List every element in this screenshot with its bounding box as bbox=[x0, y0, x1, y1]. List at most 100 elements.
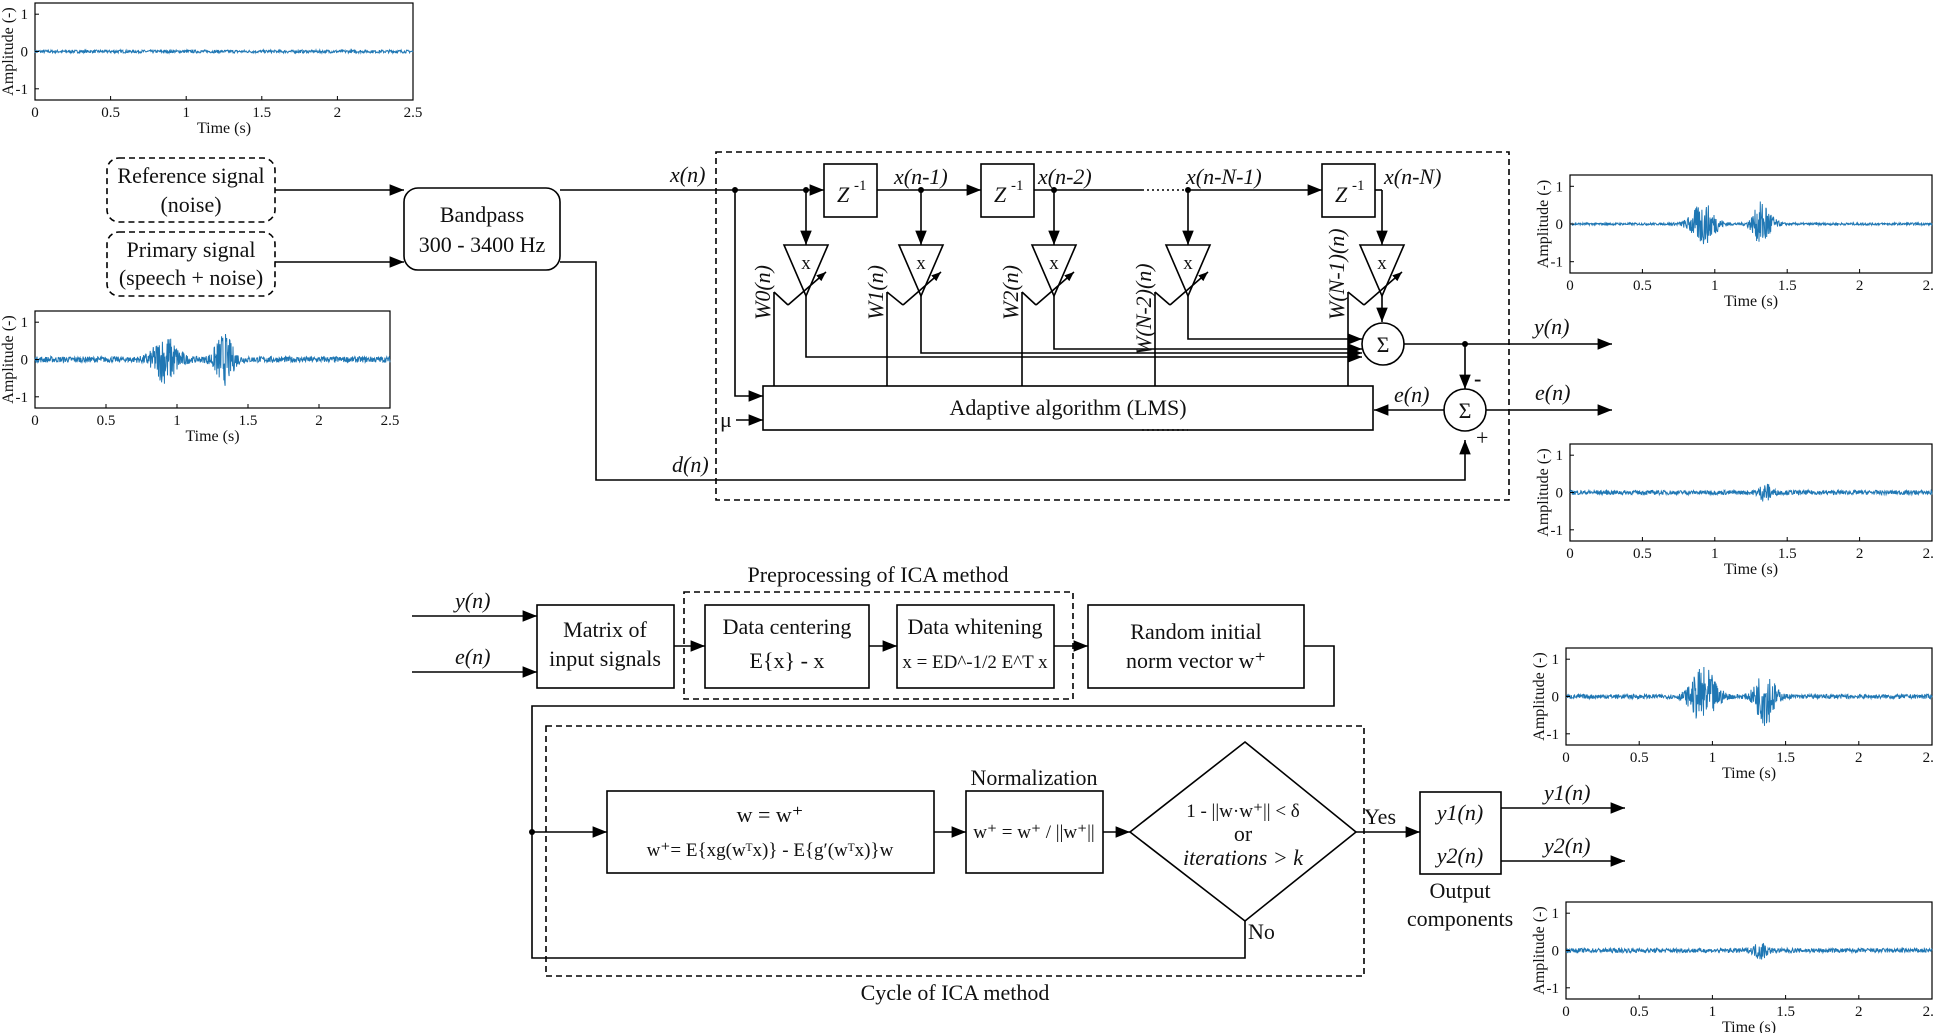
xtick-label: 1 bbox=[1709, 750, 1717, 766]
xn-label: x(n) bbox=[669, 162, 705, 187]
xtick-label: 1.5 bbox=[1778, 546, 1797, 562]
weight-label-0: W0(n) bbox=[750, 265, 775, 320]
tap-label-2: x(n-2) bbox=[1037, 164, 1092, 189]
ica-input-y-label: y(n) bbox=[453, 588, 490, 613]
multiplier-4: x W(N-1)(n) bbox=[1324, 190, 1406, 386]
ytick-label: 1 bbox=[1556, 448, 1564, 464]
svg-text:Random initial: Random initial bbox=[1130, 619, 1261, 644]
xtick-label: 0.5 bbox=[1630, 750, 1649, 766]
waveform-4 bbox=[1565, 666, 1933, 726]
preprocessing-title: Preprocessing of ICA method bbox=[748, 562, 1009, 587]
xtick-label: 0 bbox=[31, 105, 39, 121]
xtick-label: 2.5 bbox=[1923, 1004, 1934, 1020]
xaxis-label: Time (s) bbox=[197, 120, 251, 137]
xtick-label: 1 bbox=[182, 105, 190, 121]
ytick-label: 1 bbox=[1552, 652, 1560, 668]
y2-output-label: y2(n) bbox=[1542, 833, 1590, 858]
xtick-label: 0.5 bbox=[101, 105, 120, 121]
xtick-label: 1 bbox=[1711, 546, 1719, 562]
xtick-label: 0 bbox=[1566, 278, 1574, 294]
xtick-label: 0.5 bbox=[97, 413, 116, 429]
xaxis-label: Time (s) bbox=[1722, 1019, 1776, 1033]
svg-text:-1: -1 bbox=[854, 178, 867, 194]
dn-label: d(n) bbox=[672, 452, 709, 477]
delay-block-1: Z -1 bbox=[823, 163, 878, 218]
yes-label: Yes bbox=[1364, 804, 1396, 829]
bandpass-label: Bandpass bbox=[440, 202, 524, 227]
ica-loop-line bbox=[531, 645, 1335, 959]
xtick-label: 0 bbox=[31, 413, 39, 429]
random-init-box bbox=[1087, 604, 1305, 689]
yaxis-label: Amplitude (-) bbox=[1535, 180, 1552, 268]
waveform-2 bbox=[1569, 201, 1933, 245]
svg-text:Σ: Σ bbox=[1459, 398, 1472, 423]
svg-text:w⁺= E{xg(wᵀx)} - E{g′(wᵀx)}w: w⁺= E{xg(wᵀx)} - E{g′(wᵀx)}w bbox=[647, 840, 894, 861]
minus-sign: - bbox=[1474, 366, 1481, 391]
ytick-label: 0 bbox=[1552, 690, 1560, 706]
xtick-label: 2.5 bbox=[404, 105, 423, 121]
reference-signal-sublabel: (noise) bbox=[160, 192, 221, 217]
waveform-3 bbox=[1569, 483, 1933, 502]
xaxis-label: Time (s) bbox=[1724, 561, 1778, 578]
ytick-label: -1 bbox=[16, 390, 29, 406]
xtick-label: 2 bbox=[1856, 278, 1864, 294]
ytick-label: -1 bbox=[1551, 523, 1564, 539]
ytick-label: 1 bbox=[1556, 179, 1564, 195]
xtick-label: 2 bbox=[1855, 750, 1863, 766]
xtick-label: 2 bbox=[315, 413, 323, 429]
ytick-label: -1 bbox=[1547, 981, 1560, 997]
svg-text:x: x bbox=[1377, 253, 1387, 274]
no-label: No bbox=[1248, 919, 1275, 944]
svg-text:w = w⁺: w = w⁺ bbox=[737, 802, 804, 827]
xtick-label: 0 bbox=[1562, 750, 1570, 766]
multiplier-1: xW1(n) bbox=[863, 190, 1362, 386]
svg-text:Z: Z bbox=[994, 182, 1007, 207]
svg-text:Data centering: Data centering bbox=[723, 614, 852, 639]
primary-signal-box bbox=[106, 231, 276, 297]
xtick-label: 1.5 bbox=[252, 105, 271, 121]
xtick-label: 2 bbox=[1856, 546, 1864, 562]
svg-text:or: or bbox=[1234, 821, 1253, 846]
ica-input-e-label: e(n) bbox=[455, 644, 490, 669]
ytick-label: 0 bbox=[21, 353, 29, 369]
xtick-label: 1.5 bbox=[1778, 278, 1797, 294]
multiplier-2: xW2(n) bbox=[998, 190, 1362, 386]
weight-label-1: W1(n) bbox=[863, 265, 888, 320]
svg-text:input signals: input signals bbox=[549, 646, 661, 671]
waveform-5 bbox=[1565, 942, 1933, 960]
xtick-label: 0.5 bbox=[1630, 1004, 1649, 1020]
xtick-label: 2 bbox=[1855, 1004, 1863, 1020]
data-centering-box bbox=[704, 604, 870, 689]
svg-text:Σ: Σ bbox=[1377, 332, 1390, 357]
xtick-label: 1.5 bbox=[1776, 1004, 1795, 1020]
svg-text:norm vector w⁺: norm vector w⁺ bbox=[1126, 648, 1266, 673]
ica-cycle-title: Cycle of ICA method bbox=[861, 980, 1050, 1005]
svg-text:E{x} - x: E{x} - x bbox=[750, 648, 825, 673]
ytick-label: 1 bbox=[21, 7, 29, 23]
waveform-0 bbox=[34, 48, 414, 55]
dn-line bbox=[560, 261, 1471, 481]
mu-label: μ bbox=[720, 407, 732, 432]
xtick-label: 2.5 bbox=[1923, 546, 1934, 562]
svg-text:x = ED^-1/2 E^T x: x = ED^-1/2 E^T x bbox=[902, 652, 1048, 673]
weight-label-2: W2(n) bbox=[998, 265, 1023, 320]
svg-text:Z: Z bbox=[1335, 182, 1348, 207]
svg-text:1 - ||w·w⁺|| < δ: 1 - ||w·w⁺|| < δ bbox=[1186, 801, 1300, 822]
tap-label-1: x(n-1) bbox=[893, 164, 948, 189]
convergence-decision bbox=[1128, 740, 1358, 923]
yaxis-label: Amplitude (-) bbox=[0, 315, 17, 403]
primary-signal-sublabel: (speech + noise) bbox=[119, 265, 263, 290]
weight-label-4: W(N-1)(n) bbox=[1324, 228, 1349, 320]
xtick-label: 0 bbox=[1562, 1004, 1570, 1020]
yaxis-label: Amplitude (-) bbox=[0, 7, 17, 95]
ytick-label: 1 bbox=[21, 315, 29, 331]
yn-output-label: y(n) bbox=[1532, 314, 1569, 339]
matrix-input-box bbox=[536, 604, 675, 689]
tap-label-4: x(n-N) bbox=[1383, 164, 1441, 189]
multiplier-3: xW(N-2)(n) bbox=[1131, 190, 1362, 386]
xaxis-label: Time (s) bbox=[1722, 765, 1776, 782]
